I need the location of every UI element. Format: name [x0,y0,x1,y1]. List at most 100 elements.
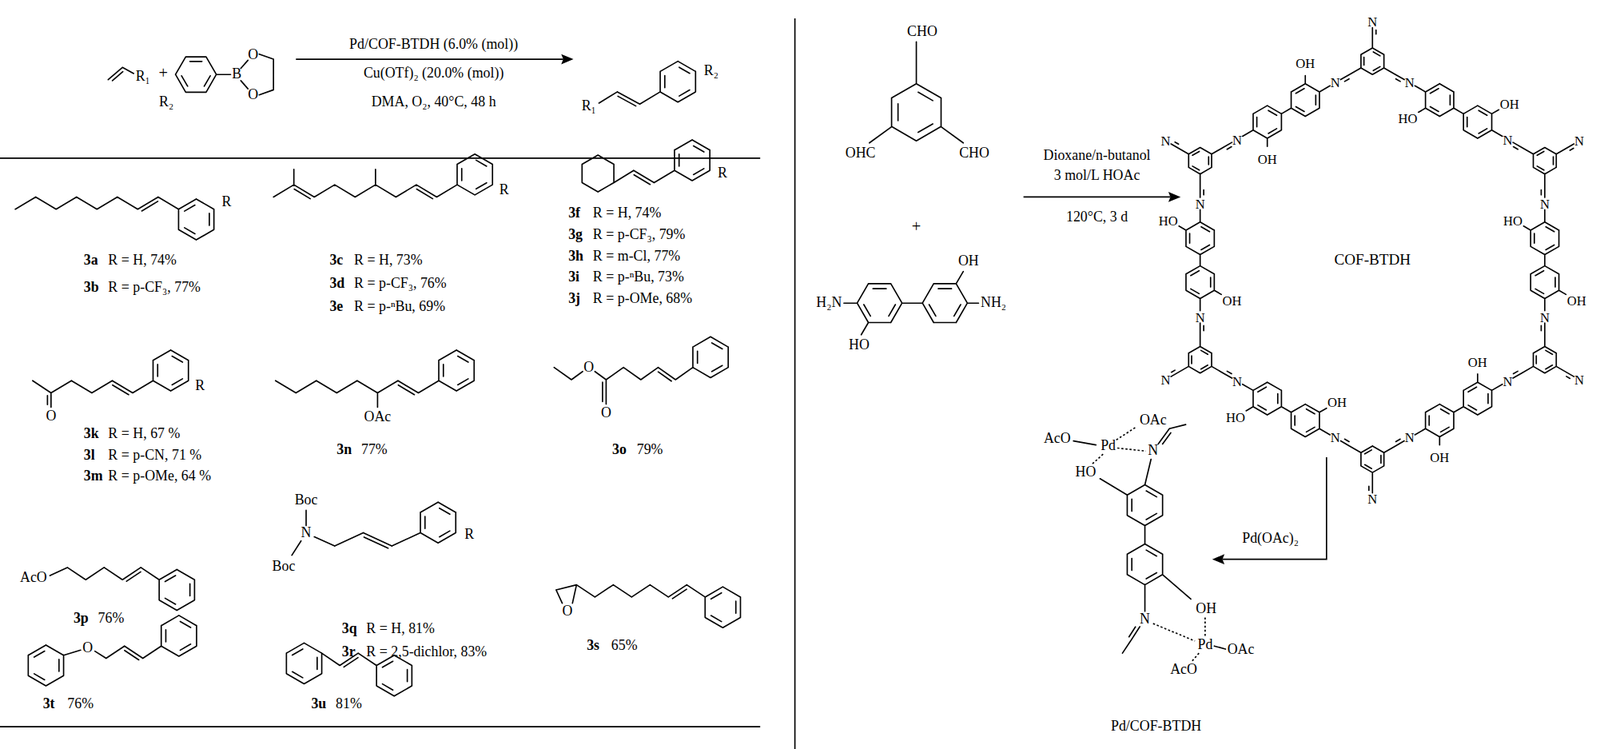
scheme-label: AcO [1043,431,1071,446]
compound-number: 3q [342,621,358,637]
scheme-label: R = p-ⁿBu, 69% [354,299,446,315]
scheme-label: OH [1221,294,1242,308]
scheme-label: 79% [636,442,664,458]
scheme-label: O [45,409,56,424]
scheme-label: N [301,525,312,541]
scheme-label: CHO [907,24,938,40]
compound-number: 3j [568,291,581,307]
scheme-label: HO [1225,409,1246,424]
scheme-label: R [717,166,728,181]
scheme-label: R [195,378,205,394]
scheme-label: OH [1567,294,1587,308]
scheme-label: OAc [364,409,392,425]
scheme-label: 76% [67,696,94,712]
compound-number: 3d [329,276,345,291]
scheme-label: O [600,405,612,421]
compound-number: 3c [329,253,343,268]
scheme-label: R = p-CF₃, 79% [593,227,686,243]
scheme-label: OH [1257,151,1278,166]
compound-number: 3l [83,448,96,463]
table-rule [0,725,761,728]
scheme-label: B [231,67,242,82]
scheme-label: N [1502,132,1513,147]
compound-number: 3s [586,638,600,653]
scheme-label: R = H, 81% [366,621,435,637]
scheme-label: R = p-OMe, 68% [593,291,693,307]
scheme-label: HO [848,338,870,353]
scheme-label: O [82,640,93,656]
scheme-label: Boc [272,559,296,574]
scheme-label: Boc [294,493,319,508]
scheme-label: OH [1295,56,1315,71]
scheme-label: R = H, 74% [593,206,662,221]
scheme-label: 77% [361,442,388,458]
scheme-label: Pd/COF-BTDH [1110,719,1202,734]
scheme-label: O [583,360,594,375]
scheme-label: N [1139,612,1151,627]
scheme-label: CHO [959,146,990,161]
scheme-label: N [1574,134,1585,148]
reaction-arrow [1023,196,1171,199]
scheme-label: HO [1158,213,1179,227]
scheme-label: N [1404,75,1415,90]
scheme-label: Pd(OAc)₂ [1241,531,1299,546]
scheme-label: N [1367,492,1378,506]
chemical-bonds [15,27,1574,696]
scheme-label: R = p-ⁿBu, 73% [593,270,685,285]
scheme-label: O [561,604,573,619]
compound-number: 3g [568,227,583,243]
scheme-label: N [1330,430,1341,445]
reaction-arrow [295,58,564,60]
scheme-label: 81% [335,696,363,712]
compound-number: 3b [83,280,100,295]
compound-number: 3e [329,299,343,315]
panel-divider [794,18,797,749]
compound-number: 3n [336,442,352,458]
scheme-label: N [1367,15,1378,29]
compound-number: 3f [568,206,581,221]
scheme-label: AcO [19,570,48,586]
scheme-label: R = p-CF₃, 76% [354,276,447,291]
scheme-label: N [1147,443,1159,458]
compound-number: 3r [342,644,356,660]
scheme-label: R = H, 74% [107,253,177,268]
scheme-label: OH [1327,395,1347,410]
scheme-label: N [1330,75,1341,90]
scheme-label: R₁ [581,99,597,114]
scheme-label: Pd [1100,438,1116,454]
scheme-label: R₂ [704,63,719,79]
scheme-label: OH [1429,450,1449,465]
reaction-arrow [1222,457,1327,560]
compound-number: 3h [568,249,584,264]
scheme-label: 120°C, 3 d [1066,210,1128,225]
scheme-label: N [1161,134,1171,148]
scheme-label: O [247,87,259,103]
compound-number: 3p [73,611,89,626]
scheme-label: R [221,195,231,210]
scheme-label: Cu(OTf)₂ (20.0% (mol)) [363,66,505,81]
scheme-label: N [1502,374,1513,389]
compound-number: 3i [568,270,580,285]
scheme-label: AcO [1170,662,1198,677]
scheme-label: 76% [98,611,125,626]
arrow-head [1168,191,1181,203]
scheme-label: N [1574,373,1585,387]
compound-number: 3t [43,696,56,712]
scheme-label: + [159,65,169,82]
scheme-label: O [247,47,259,63]
arrow-head [561,54,574,65]
scheme-label: OAc [1227,642,1255,657]
scheme-label: DMA, O₂, 40°C, 48 h [371,95,497,110]
arrow-head [1212,553,1225,565]
scheme-label: R = p-OMe, 64 % [107,469,211,484]
compound-number: 3u [310,696,327,712]
scheme-label: H₂N [815,295,842,311]
scheme-label: N [1540,196,1550,211]
scheme-label: R = p-CN, 71 % [107,448,202,463]
scheme-label: Pd/COF-BTDH (6.0% (mol)) [349,37,518,52]
scheme-label: R = m-Cl, 77% [593,249,681,264]
compound-number: 3a [83,253,99,268]
